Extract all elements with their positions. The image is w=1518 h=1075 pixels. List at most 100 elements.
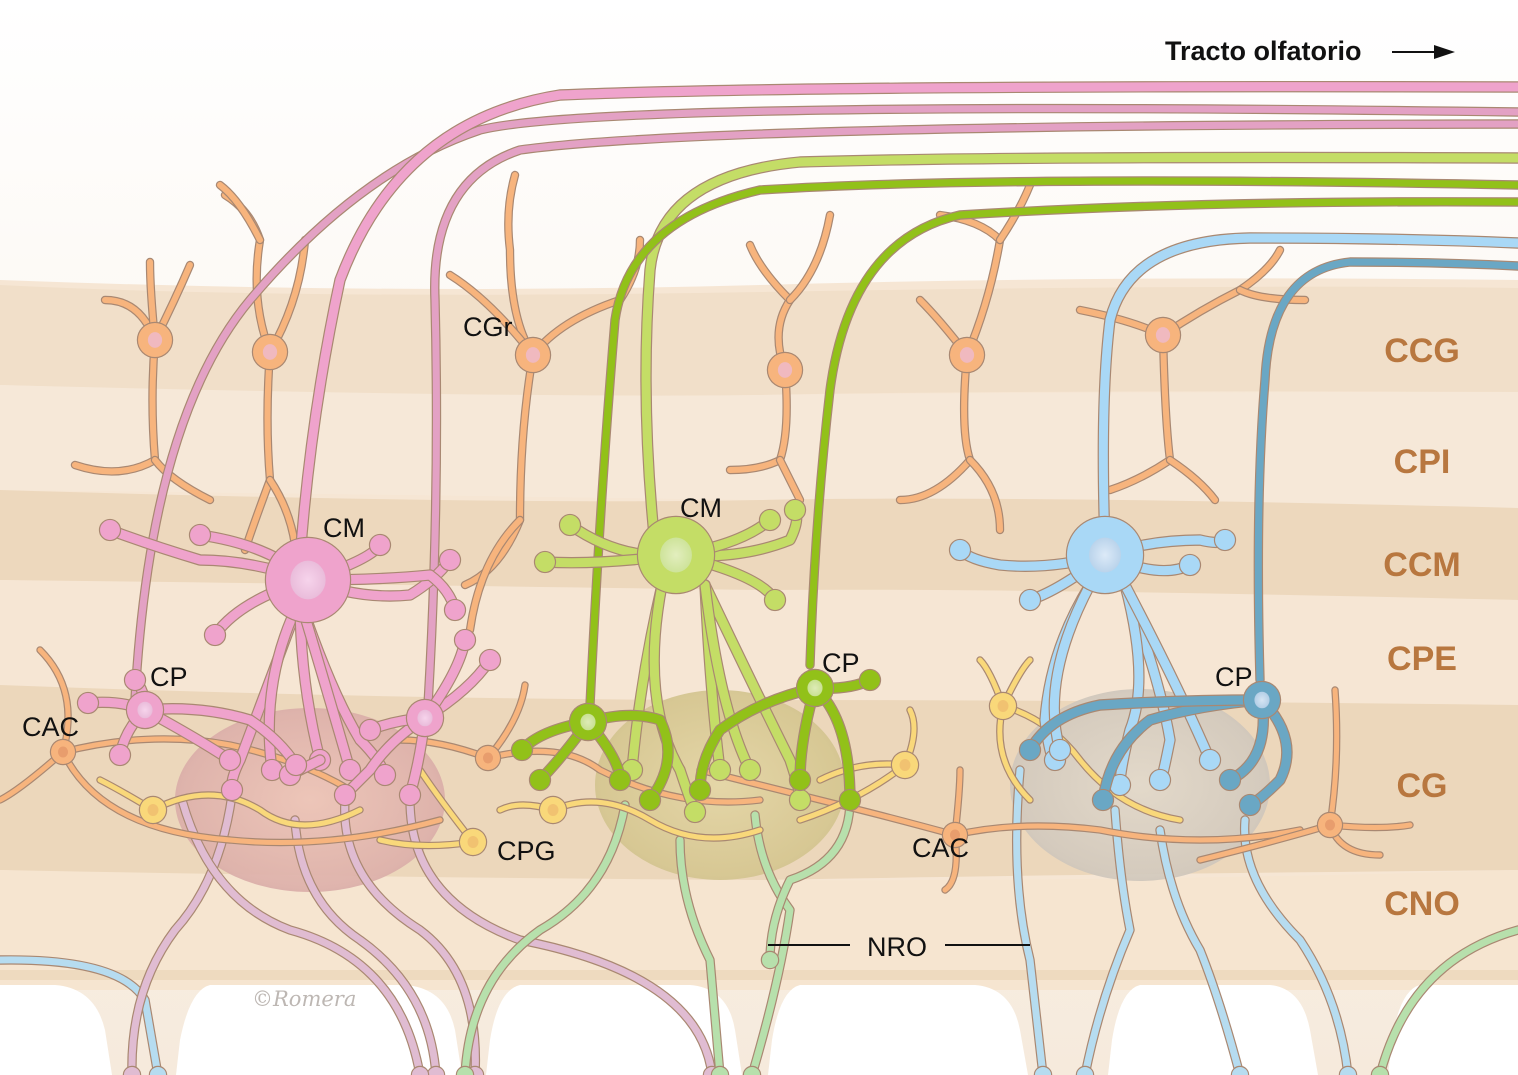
- dendrite-tuft: [510, 738, 534, 762]
- nucleus: [997, 700, 1009, 712]
- mitral-dendrite: [1018, 694, 1268, 762]
- interneuron-process: [36, 646, 72, 756]
- dendrite-tuft: [838, 788, 862, 812]
- dendrite-tuft: [683, 800, 707, 824]
- label-cgr: CGr: [463, 312, 513, 342]
- right-arrow-icon: [1392, 45, 1455, 59]
- dendrite-tuft: [108, 743, 132, 767]
- granule-cell-soma: [766, 351, 804, 389]
- granule-dendrite: [775, 455, 805, 505]
- projection-axon: [294, 80, 1518, 566]
- interneuron-process: [999, 702, 1184, 824]
- nucleus: [137, 701, 153, 719]
- label-cac-left: CAC: [22, 712, 79, 742]
- nerve-fiber: [1075, 805, 1135, 1075]
- mitral-cell-pink: [264, 536, 352, 624]
- nerve-fiber: [675, 835, 730, 1075]
- mitral-dendrite: [699, 579, 762, 782]
- interneuron-process: [59, 735, 354, 794]
- dendrite-tuft: [738, 758, 762, 782]
- mitral-dendrite: [1119, 579, 1176, 792]
- label-nro: NRO: [867, 932, 927, 962]
- granule-dendrite: [240, 347, 275, 555]
- mitral-dendrite: [139, 703, 308, 777]
- dendrite-tuft: [1018, 738, 1042, 762]
- granule-dendrite: [265, 475, 300, 550]
- mitral-cell-green: [636, 515, 716, 595]
- dendrite-tuft: [788, 788, 812, 812]
- dendrite-tuft: [1178, 553, 1202, 577]
- dendrite-tuft: [638, 788, 662, 812]
- dendrite-tuft: [123, 668, 147, 692]
- granule-cell-soma: [514, 336, 552, 374]
- dendrite-tuft: [1091, 788, 1115, 812]
- projection-axon: [805, 197, 1518, 670]
- granule-dendrite: [465, 515, 525, 635]
- dendrite-tuft: [338, 758, 362, 782]
- nucleus: [57, 746, 69, 758]
- granule-dendrite: [1235, 285, 1310, 305]
- nucleus: [547, 804, 559, 816]
- dendrite-tuft: [443, 598, 467, 622]
- tract-title: Tracto olfatorio: [1165, 36, 1362, 66]
- short-axon-cell-soma: [1316, 811, 1344, 839]
- mitral-dendrite: [1238, 694, 1293, 817]
- periglomerular-cell-soma: [538, 795, 568, 825]
- granule-dendrite: [150, 455, 215, 505]
- mitral-dendrite: [1119, 579, 1222, 772]
- granule-cell-soma: [136, 321, 174, 359]
- mitral-dendrite: [582, 709, 674, 812]
- nucleus: [467, 836, 479, 848]
- layer-label-cg: CG: [1397, 767, 1448, 805]
- dendrite-tuft: [1213, 528, 1237, 552]
- tract-axons: [130, 80, 1518, 710]
- nro-indicator: NRO: [768, 932, 1030, 962]
- nucleus: [777, 362, 793, 378]
- tufted-cell-green: [795, 668, 835, 708]
- tufted-cell-green-left: [568, 702, 608, 742]
- granule-dendrite: [785, 210, 835, 305]
- dendrite-tuft: [788, 768, 812, 792]
- dendrite-tuft: [708, 758, 732, 782]
- dendrite-tuft: [763, 588, 787, 612]
- nerve-fiber: [1155, 825, 1250, 1075]
- interneuron-process: [549, 798, 764, 842]
- dendrite-tuft: [1148, 768, 1172, 792]
- granule-dendrite: [965, 455, 1005, 535]
- interneuron-process: [1326, 686, 1341, 829]
- dendrite-tuft: [760, 950, 780, 970]
- nucleus: [1324, 819, 1336, 831]
- mitral-dendrite: [688, 682, 821, 802]
- layer-band-cpi: [0, 385, 1518, 510]
- layer-label-cno: CNO: [1384, 885, 1460, 923]
- projection-axon: [640, 151, 1518, 551]
- mitral-cell-blue: [1065, 515, 1145, 595]
- nucleus: [1155, 327, 1171, 343]
- dendrite-tuft: [368, 533, 392, 557]
- dendrite-tuft: [76, 691, 100, 715]
- dendrite-tuft: [783, 498, 807, 522]
- nucleus: [660, 537, 692, 573]
- dendrite-tuft: [438, 548, 462, 572]
- granule-cell-soma: [1144, 316, 1182, 354]
- nucleus: [1089, 537, 1121, 573]
- dendrite-tuft: [608, 768, 632, 792]
- layer-label-ccg: CCG: [1384, 332, 1460, 370]
- layer-label-cpe: CPE: [1387, 640, 1457, 678]
- label-cpg: CPG: [497, 836, 556, 866]
- mitral-dendrite: [294, 594, 362, 782]
- dendrite-tuft: [188, 523, 212, 547]
- nucleus: [525, 347, 541, 363]
- nucleus: [949, 829, 961, 841]
- dendrite-tuft: [453, 628, 477, 652]
- nucleus: [1254, 691, 1270, 709]
- periglomerular-cell-soma: [890, 750, 920, 780]
- dendrite-tuft: [358, 718, 382, 742]
- nerve-fiber: [1011, 765, 1053, 1075]
- bottom-tissue-feet: [0, 970, 1518, 1075]
- nerve-fiber: [760, 795, 855, 970]
- dendrite-tuft: [528, 768, 552, 792]
- dendrite-tuft: [1218, 768, 1242, 792]
- layer-labels: CCG CPI CCM CPE CG CNO: [1383, 332, 1460, 923]
- nucleus: [262, 344, 278, 360]
